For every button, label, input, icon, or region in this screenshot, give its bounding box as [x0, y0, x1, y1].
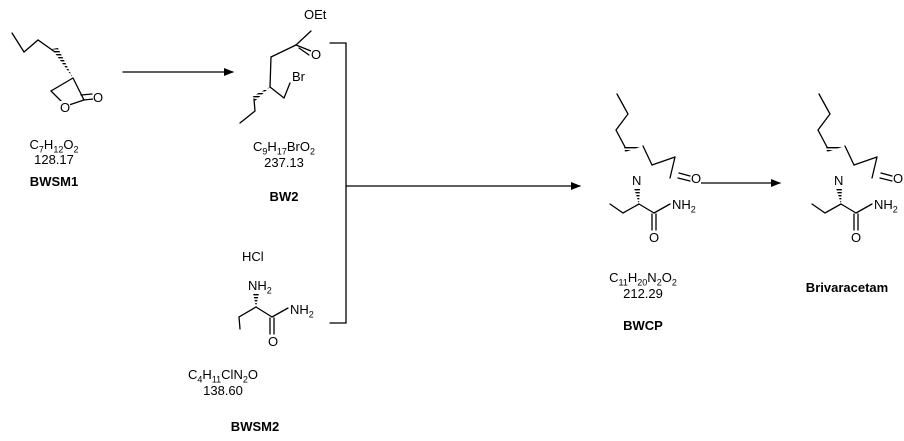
- bwsm2-salt: HCl: [242, 249, 264, 264]
- bwsm2-structure: [238, 293, 289, 335]
- bwsm2-code: BWSM2: [230, 419, 280, 434]
- bwcp-amide-oxygen: O: [649, 230, 660, 245]
- brivaracetam-nh2: NH2: [874, 197, 898, 215]
- bwsm1-carbonyl-oxygen: O: [93, 90, 104, 105]
- bwsm2-formula: C4H11ClN2O: [188, 367, 258, 385]
- bwcp-nh2: NH2: [672, 197, 696, 215]
- bwcp-formula: C11H20N2O2: [609, 270, 677, 288]
- brivaracetam-amide-oxygen: O: [851, 230, 862, 245]
- bw2-formula: C9H17BrO2: [253, 139, 315, 157]
- brivaracetam-code: Brivaracetam: [805, 280, 889, 295]
- bwsm1-mw: 128.17: [34, 152, 74, 167]
- bwsm1-ring-oxygen: O: [60, 100, 71, 115]
- bwsm2-amine: NH2: [248, 278, 272, 296]
- bw2-oxygen: O: [311, 47, 322, 62]
- bw2-code: BW2: [269, 189, 299, 204]
- bwcp-code: BWCP: [623, 318, 663, 333]
- bwsm1-structure: [11, 32, 95, 107]
- bwsm1-code: BWSM1: [29, 174, 79, 189]
- reagent-bracket: [329, 42, 347, 324]
- bwcp-mw: 212.29: [623, 286, 663, 301]
- bwsm2-amide-nh2: NH2: [290, 302, 314, 320]
- brivaracetam-structure: [811, 93, 893, 231]
- bwsm2-oxygen: O: [268, 334, 279, 349]
- bw2-mw: 237.13: [264, 155, 304, 170]
- brivaracetam-nitrogen: N: [834, 173, 844, 188]
- brivaracetam-ring-oxygen: O: [893, 171, 904, 186]
- bwcp-ring-oxygen: O: [691, 171, 702, 186]
- bw2-bromine: Br: [292, 69, 305, 84]
- bwcp-nitrogen: N: [632, 173, 642, 188]
- bw2-structure: [239, 30, 312, 124]
- bwcp-structure: [609, 93, 691, 231]
- bw2-oet: OEt: [304, 7, 327, 22]
- bwsm1-formula: C7H12O2: [29, 137, 79, 155]
- bwsm2-mw: 138.60: [203, 383, 243, 398]
